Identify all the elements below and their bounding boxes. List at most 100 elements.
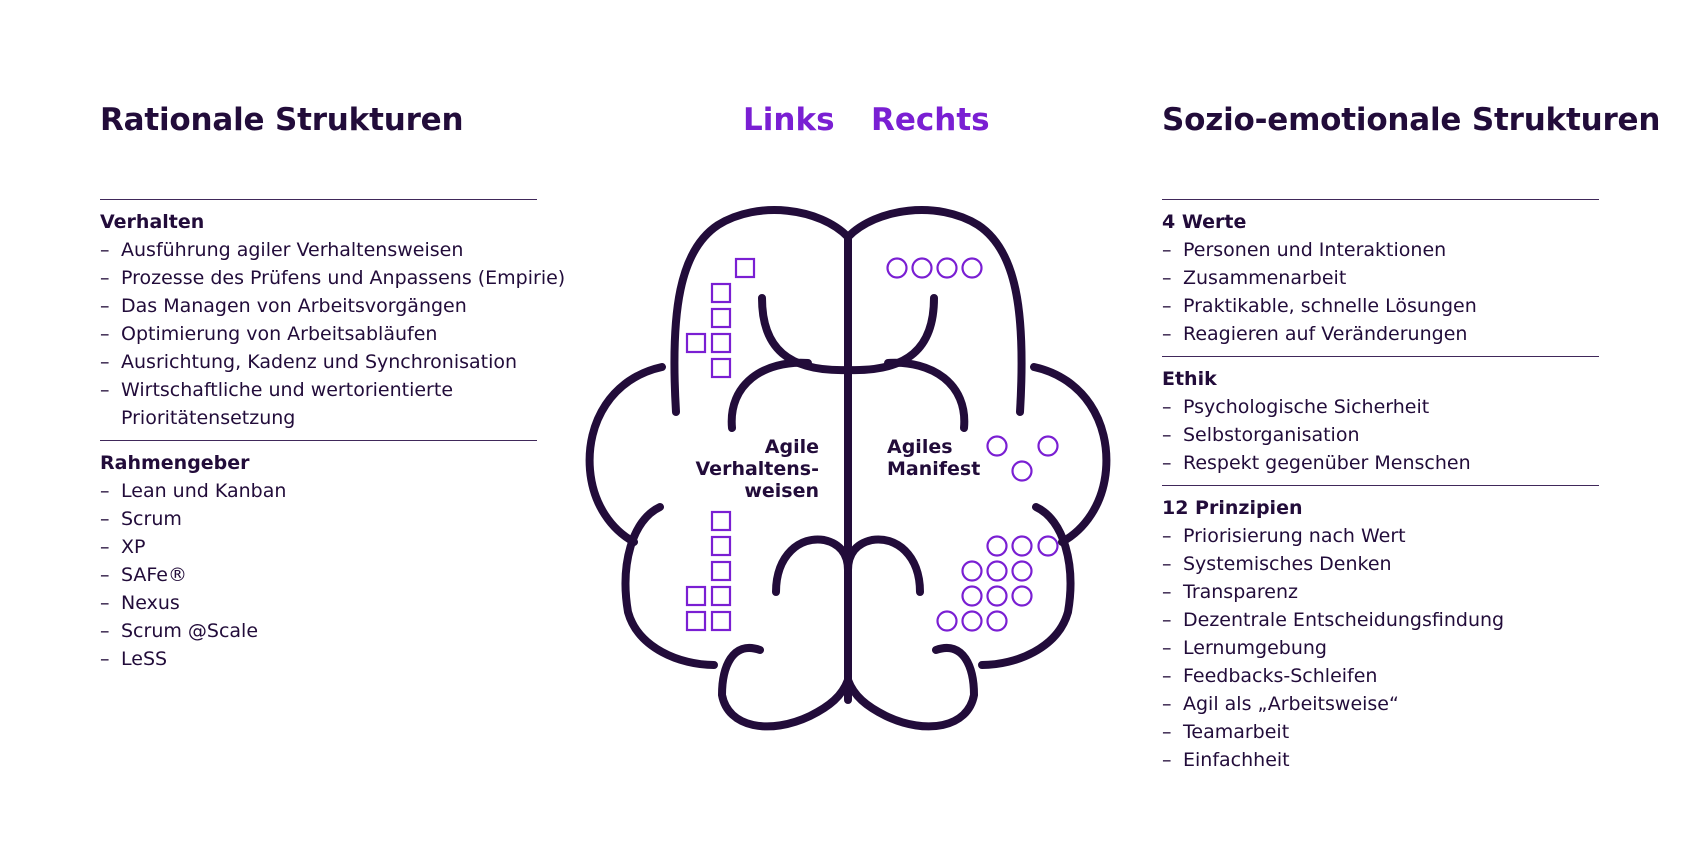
square-marker <box>685 585 707 607</box>
dash-bullet: – <box>1162 424 1172 446</box>
circle-marker <box>1011 535 1033 557</box>
square-marker <box>685 610 707 632</box>
dash-bullet: – <box>100 239 110 261</box>
square-marker <box>710 307 732 329</box>
circle-marker <box>1037 535 1059 557</box>
dash-bullet: – <box>1162 609 1172 631</box>
list-item-text: XP <box>121 536 146 558</box>
list-item: –Respekt gegenüber Menschen <box>1162 449 1599 477</box>
section-title: 4 Werte <box>1162 211 1247 233</box>
list-item-text: Priorisierung nach Wert <box>1183 525 1406 547</box>
section-title: Ethik <box>1162 368 1217 390</box>
circle-marker <box>936 610 958 632</box>
section-list: –Lean und Kanban–Scrum–XP–SAFe®–Nexus–Sc… <box>100 477 537 673</box>
list-item-text: Zusammenarbeit <box>1183 267 1347 289</box>
square-marker <box>710 585 732 607</box>
list-item: –XP <box>100 533 591 561</box>
list-item-text: Agil als „Arbeitsweise“ <box>1183 693 1399 715</box>
list-item-text: Praktikable, schnelle Lösungen <box>1183 295 1477 317</box>
circle-marker <box>986 435 1008 457</box>
circle-marker <box>936 257 958 279</box>
dash-bullet: – <box>1162 637 1172 659</box>
list-item-text: Respekt gegenüber Menschen <box>1183 452 1471 474</box>
list-item: –Systemisches Denken <box>1162 550 1599 578</box>
square-marker <box>734 257 756 279</box>
circle-marker <box>986 535 1008 557</box>
dash-bullet: – <box>1162 665 1172 687</box>
left-outer-lower <box>621 503 718 669</box>
list-item-text: Ausrichtung, Kadenz und Synchronisation <box>121 351 518 373</box>
circle-marker <box>961 257 983 279</box>
square-marker <box>710 332 732 354</box>
dash-bullet: – <box>100 267 110 289</box>
circle-marker <box>911 257 933 279</box>
list-item: –Priorisierung nach Wert <box>1162 522 1599 550</box>
dash-bullet: – <box>1162 581 1172 603</box>
list-item: –Transparenz <box>1162 578 1599 606</box>
list-item: –Teamarbeit <box>1162 718 1599 746</box>
section: 4 Werte–Personen und Interaktionen–Zusam… <box>1162 199 1599 356</box>
section: Rahmengeber–Lean und Kanban–Scrum–XP–SAF… <box>100 440 537 681</box>
dash-bullet: – <box>1162 452 1172 474</box>
circle-marker <box>1011 585 1033 607</box>
right-outer-lower <box>978 503 1075 669</box>
dash-bullet: – <box>1162 267 1172 289</box>
dash-bullet: – <box>1162 323 1172 345</box>
right-fold-upper <box>844 294 938 375</box>
list-item: –Personen und Interaktionen <box>1162 236 1599 264</box>
dash-bullet: – <box>1162 239 1172 261</box>
section: Ethik–Psychologische Sicherheit–Selbstor… <box>1162 356 1599 485</box>
list-item-text: Wirtschaftliche und wertorientierte Prio… <box>121 379 454 429</box>
list-item-text: Nexus <box>121 592 180 614</box>
list-item-text: Ausführung agiler Verhaltensweisen <box>121 239 464 261</box>
list-item-text: Transparenz <box>1183 581 1299 603</box>
circle-marker <box>961 610 983 632</box>
circle-marker <box>961 585 983 607</box>
section: Verhalten–Ausführung agiler Verhaltenswe… <box>100 199 565 440</box>
list-item: –Dezentrale Entscheidungsfindung <box>1162 606 1599 634</box>
right-hemisphere-label: Rechts <box>871 102 990 138</box>
list-item: –Agil als „Arbeitsweise“ <box>1162 690 1599 718</box>
list-item-text: Feedbacks-Schleifen <box>1183 665 1378 687</box>
dash-bullet: – <box>100 351 110 373</box>
list-item: –Prozesse des Prüfens und Anpassens (Emp… <box>100 264 591 292</box>
square-marker <box>710 357 732 379</box>
right-outer-upper <box>1030 363 1111 546</box>
square-marker <box>710 510 732 532</box>
list-item: –Ausführung agiler Verhaltensweisen <box>100 236 591 264</box>
section-title: Verhalten <box>100 211 205 233</box>
left-column: Verhalten–Ausführung agiler Verhaltenswe… <box>100 199 565 681</box>
dash-bullet: – <box>100 564 110 586</box>
brain-label-line: Verhaltens- <box>696 458 819 480</box>
dash-bullet: – <box>1162 721 1172 743</box>
dash-bullet: – <box>1162 525 1172 547</box>
hemisphere-markers <box>685 257 1059 632</box>
circle-marker <box>986 610 1008 632</box>
list-item-text: Psychologische Sicherheit <box>1183 396 1430 418</box>
list-item-text: Scrum <box>121 508 182 530</box>
right-outer-top <box>844 206 1026 416</box>
left-outer-top <box>670 206 852 416</box>
circle-marker <box>886 257 908 279</box>
right-fold-lower <box>844 535 924 596</box>
list-item: –Lernumgebung <box>1162 634 1599 662</box>
list-item: –SAFe® <box>100 561 591 589</box>
dash-bullet: – <box>100 323 110 345</box>
brain-label-line: Manifest <box>887 458 980 480</box>
list-item: –Einfachheit <box>1162 746 1599 774</box>
section-list: –Personen und Interaktionen–Zusammenarbe… <box>1162 236 1599 348</box>
list-item-text: Das Managen von Arbeitsvorgängen <box>121 295 467 317</box>
circle-marker <box>986 585 1008 607</box>
list-item: –Scrum @Scale <box>100 617 591 645</box>
right-heading: Sozio-emotionale Strukturen <box>1162 102 1661 138</box>
list-item-text: Dezentrale Entscheidungsfindung <box>1183 609 1505 631</box>
brain-label-line: weisen <box>744 480 819 502</box>
list-item-text: Optimierung von Arbeitsabläufen <box>121 323 438 345</box>
list-item-text: Systemisches Denken <box>1183 553 1392 575</box>
list-item: –Lean und Kanban <box>100 477 591 505</box>
square-marker <box>710 560 732 582</box>
square-marker <box>710 282 732 304</box>
